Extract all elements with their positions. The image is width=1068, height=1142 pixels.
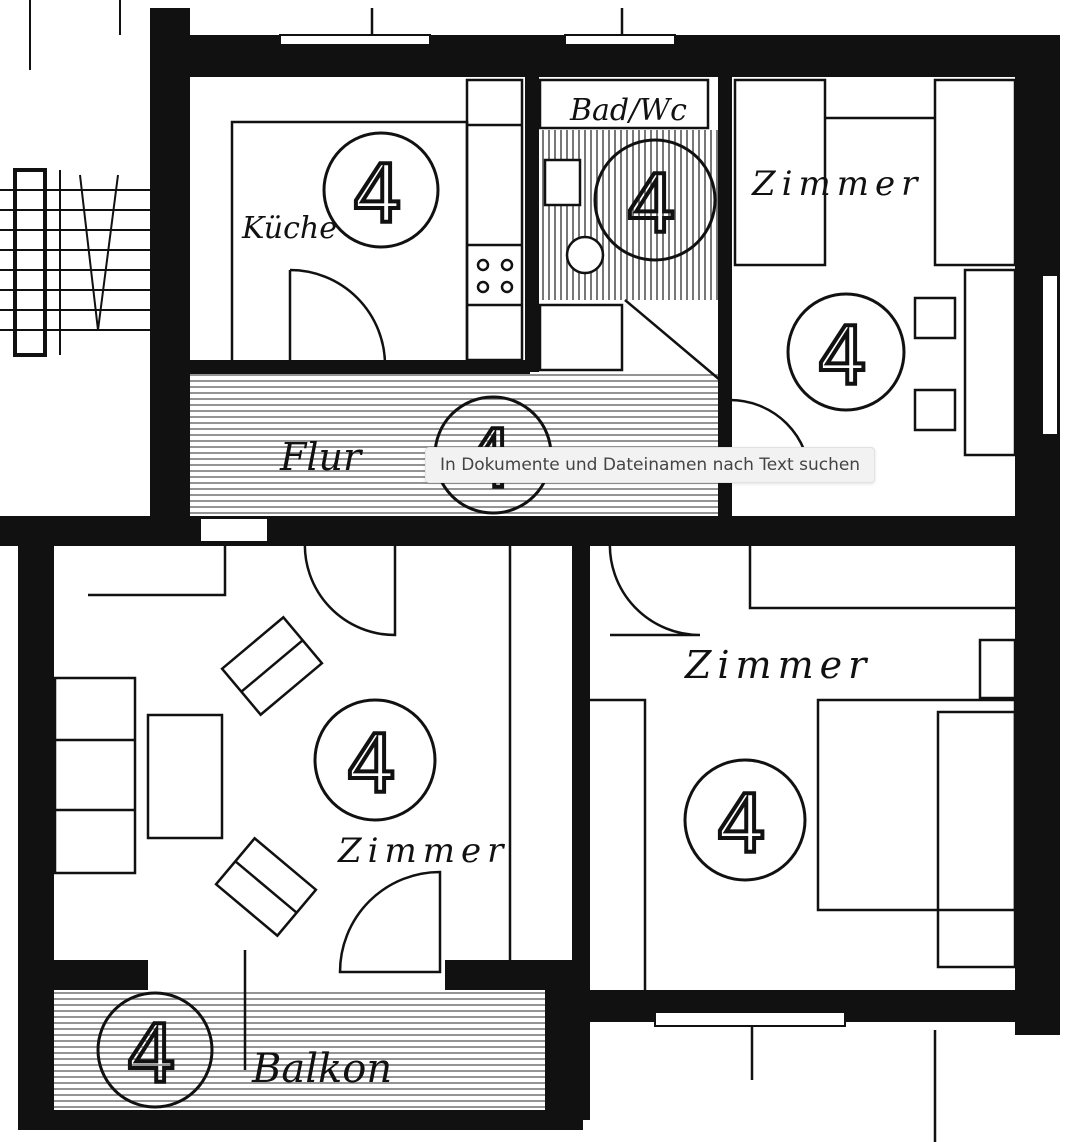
- kitchen-number: 4: [352, 148, 403, 241]
- room-bottom-left-number: 4: [346, 718, 397, 811]
- room-bottom-right-number: 4: [716, 778, 767, 871]
- room-bottom-left-label: Zimmer: [337, 831, 509, 871]
- room-number-circles: [96, 131, 906, 1109]
- windows: [199, 34, 1059, 1027]
- balcony-label: Balkon: [251, 1046, 392, 1092]
- furniture-outlines: [53, 8, 1017, 1142]
- room-top-right-number: 4: [817, 310, 868, 403]
- room-top-right-number-circle: [786, 292, 906, 412]
- search-tooltip: In Dokumente und Dateinamen nach Text su…: [425, 447, 876, 483]
- room-bottom-right-number-circle: [683, 758, 807, 882]
- balcony-number: 4: [126, 1008, 177, 1101]
- kitchen-label: Küche: [241, 211, 337, 246]
- kitchen-number-circle: [322, 131, 440, 249]
- walls: [0, 8, 1060, 1130]
- bath-number-circle: [593, 138, 717, 262]
- bath-label: Bad/Wc: [569, 93, 687, 128]
- bath-floor: [540, 130, 720, 300]
- room-top-right-label: Zimmer: [751, 164, 923, 204]
- bath-number: 4: [626, 158, 677, 251]
- balcony-number-circle: [96, 991, 214, 1109]
- room-bottom-left-number-circle: [313, 698, 437, 822]
- hall-floor: [190, 370, 720, 518]
- stairs: [0, 0, 150, 357]
- hall-label: Flur: [279, 435, 364, 479]
- balcony-floor: [40, 990, 555, 1115]
- room-bottom-right-label: Zimmer: [684, 643, 872, 687]
